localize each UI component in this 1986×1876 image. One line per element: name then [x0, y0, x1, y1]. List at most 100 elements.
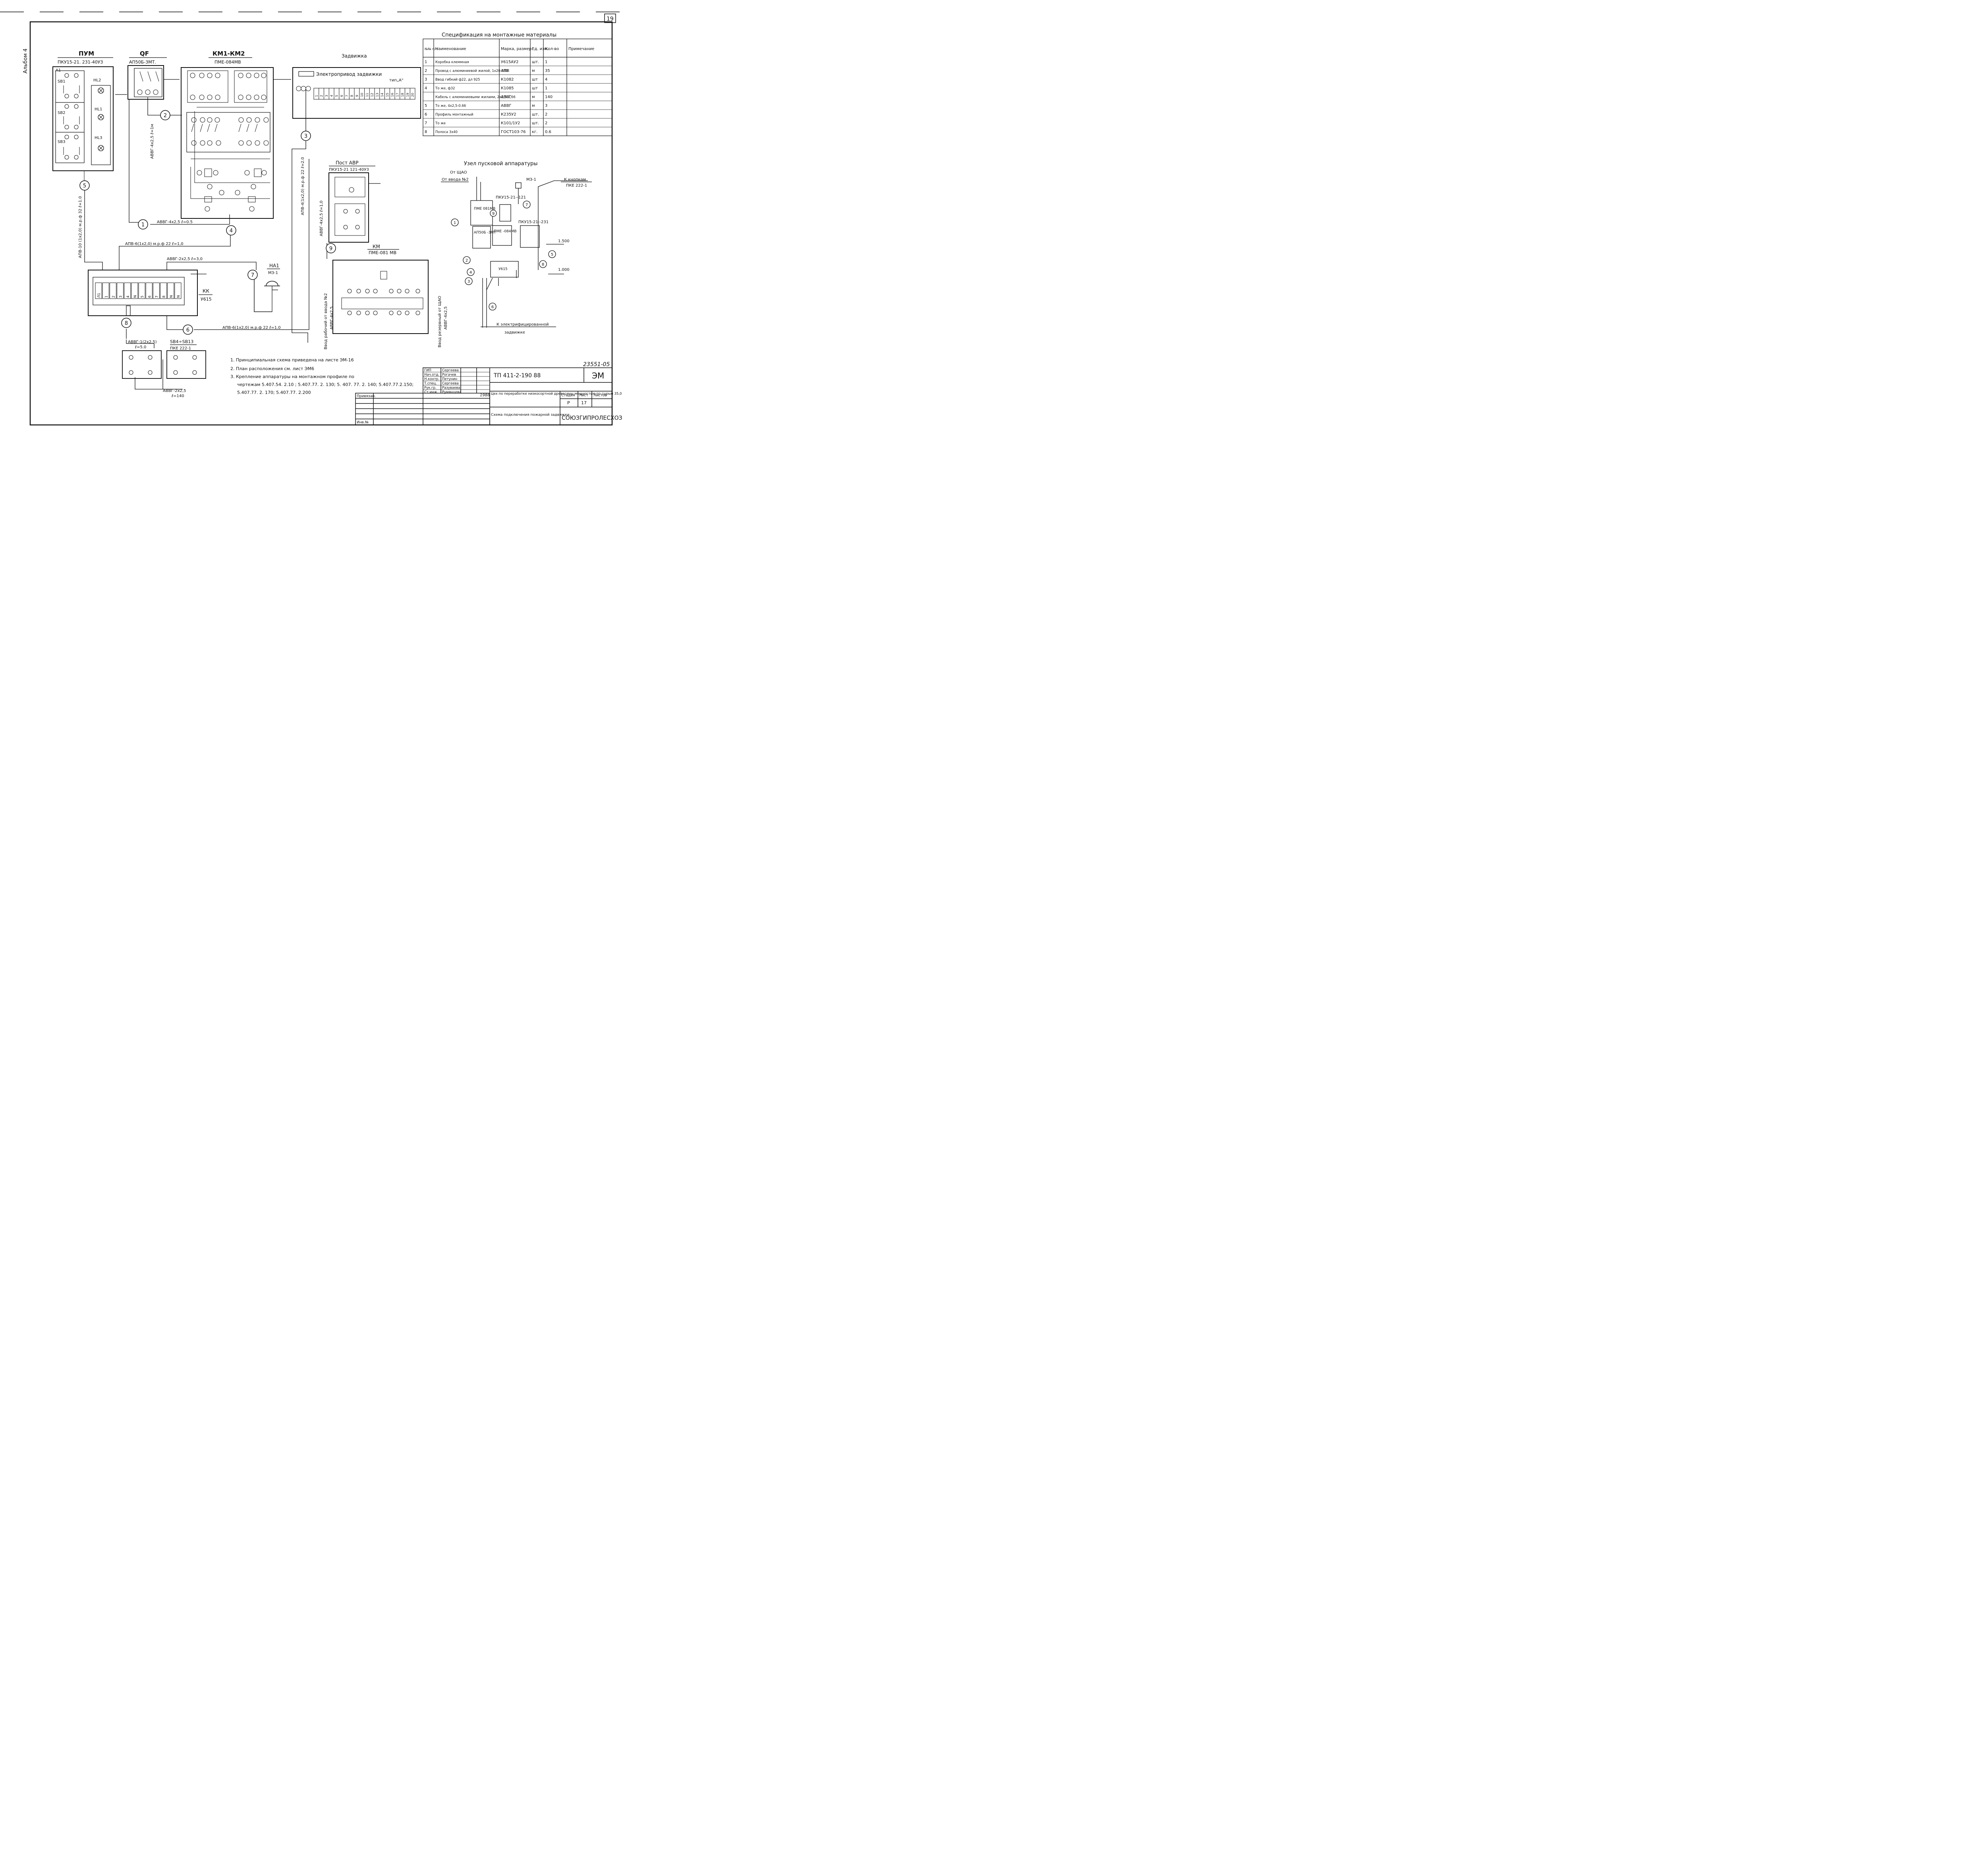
valve-type-label: тип„А": [389, 78, 403, 83]
stamp-role: Рук.гр.: [424, 386, 437, 390]
cable-8b-label: АВВГ-2х2,5: [163, 389, 186, 393]
stamp-role: Н.контр.: [424, 377, 439, 381]
spec-cell: К1082: [501, 77, 514, 82]
post-avr-block: Пост АВР ПКУ15-21 121-40У3: [328, 160, 375, 243]
sb-title: SB4÷SB13: [170, 339, 193, 344]
node-to-valve: К электрифицированной: [496, 322, 549, 327]
svg-text:2: 2: [164, 113, 167, 119]
wiring: [84, 79, 381, 390]
qf-model: АП50Б-3МТ.: [129, 60, 156, 65]
valve-title: Задвижка: [342, 53, 367, 59]
cable-4-label: АПВ-6(1х2,0) м.р.ф 22 ℓ=1,0: [125, 242, 184, 246]
kk-terminal-label: N: [177, 295, 181, 298]
stamp-name: Рогачев: [442, 373, 456, 377]
spec-cell: 1: [425, 60, 427, 64]
spec-cell: 8: [425, 130, 427, 134]
valve-terminal-number: 14: [381, 93, 384, 97]
node-y615: У615: [498, 267, 508, 271]
spec-cell: м: [532, 104, 535, 108]
svg-text:4: 4: [230, 228, 233, 234]
cable-2-label: АВВГ-4х2,5 ℓ=1м: [150, 124, 155, 159]
pum-title: ПУМ: [79, 50, 94, 57]
spec-cell: шт: [532, 86, 538, 91]
spec-cell: 7: [425, 121, 427, 125]
spec-cell: шт.: [532, 60, 539, 64]
spec-cell: 140: [545, 95, 553, 99]
spec-cell: 4: [425, 86, 427, 91]
stamp-role: Нач.отд.: [424, 373, 439, 377]
spec-cell: 2: [545, 121, 547, 125]
valve-terminal-number: 20: [411, 93, 415, 97]
spec-header-cell: Примечание: [568, 47, 594, 51]
stamp-name: Разуваева: [442, 386, 460, 390]
cable-markers: [79, 110, 336, 335]
spec-cell: То же: [435, 122, 446, 125]
spec-header-cell: Кол-во: [545, 47, 559, 51]
spec-cell: м: [532, 95, 535, 99]
valve-terminal-number: 6: [340, 95, 344, 97]
spec-header-cell: Марка, размер: [501, 47, 531, 51]
drawing-sheet: 19 Альбом 4 ПУМ ПКУ15-21. 231-40У3 А1 SB…: [0, 0, 623, 445]
spec-cell: 2: [425, 69, 427, 73]
valve-terminal-number: 5: [335, 95, 338, 97]
input-work-label: Ввод рабочий от ввода №2: [324, 293, 328, 349]
spec-cell: У615АУ2: [501, 60, 518, 64]
stamp-stage: Р: [567, 400, 570, 405]
sheet-number: 19: [607, 16, 614, 22]
spec-header-cell: Наименование: [435, 47, 466, 51]
kk-terminal-label: 6: [148, 295, 152, 298]
svg-text:6: 6: [186, 327, 189, 333]
spec-cell: АВВГ: [501, 95, 512, 99]
svg-text:А1: А1: [56, 68, 61, 73]
node-from-shao: От ЩАО: [450, 170, 467, 175]
spec-cell: АВВГ: [501, 104, 512, 108]
qf-title: QF: [140, 50, 149, 57]
svg-text:5: 5: [83, 183, 86, 189]
svg-text:9: 9: [329, 246, 332, 252]
node-from-input: От ввода №2: [442, 178, 469, 182]
svg-text:9: 9: [492, 212, 495, 216]
valve-terminal-number: 3: [325, 95, 328, 97]
spec-cell: Ввод гибкий ф22, дл 925: [435, 78, 480, 82]
svg-text:8: 8: [542, 262, 544, 267]
stamp-org: СОЮЗГИПРОЛЕСХОЗ: [562, 415, 622, 421]
node-ap: АП50Б -3МТ: [474, 231, 496, 235]
valve-terminal-number: 8: [350, 95, 354, 97]
node-mz: МЗ-1: [526, 178, 536, 182]
spec-cell: шт: [532, 77, 538, 82]
spec-cell: Коробка клеммная: [435, 60, 469, 64]
stamp-tp: ТП 411-2-190 88: [493, 372, 541, 379]
kk-terminal-label: 5: [141, 295, 145, 298]
valve-terminal-number: 7: [345, 95, 349, 97]
node-level-low: 1.000: [558, 268, 570, 272]
cable-6-label: АПВ-6(1х2,0) м.р.ф 22 ℓ=1.0: [222, 326, 281, 330]
stamp-year: 1988: [480, 393, 490, 398]
spec-cell: 1: [545, 60, 547, 64]
spec-header-cell: №№ п/п: [425, 47, 437, 51]
svg-text:5: 5: [551, 253, 553, 257]
node-block: Узел пусковой аппаратуры От ЩАО От ввода…: [441, 161, 592, 335]
valve-block: Задвижка Электропривод задвижки тип„А" 1…: [292, 53, 421, 119]
valve-terminal-number: 18: [401, 93, 404, 97]
valve-terminal-number: 16: [391, 93, 394, 97]
input-reserve-label: Ввод резервный от ЩАО: [438, 296, 442, 347]
stamp-role: Т.спец.: [424, 382, 437, 386]
spec-cell: 4: [545, 77, 547, 82]
stamp-project: Цех по переработке низкосортной древесин…: [491, 392, 623, 396]
svg-text:2: 2: [466, 259, 468, 263]
spec-cell: 35: [545, 69, 550, 73]
svg-text:8: 8: [125, 320, 128, 326]
kk-terminal-label: 2: [112, 295, 116, 298]
notes: 1. Принципиальная схема приведена на лис…: [230, 357, 413, 395]
note-3-cont-2: 5.407.77. 2. 170; 5.407.77. 2.200: [237, 390, 311, 395]
kk-model: У615: [201, 297, 212, 302]
note-3-cont-1: чертежам 5.407.54. 2.10 ; 5.407.77. 2. 1…: [237, 382, 413, 387]
spec-cell: кг.: [532, 130, 537, 134]
svg-text:3: 3: [468, 280, 470, 284]
km-small-model: ПМЕ-081 МВ: [369, 250, 396, 255]
ha-model: МЗ-1: [268, 271, 278, 275]
spec-cell: Провод с алюминиевой жилой, 1х20-380: [435, 69, 508, 73]
svg-text:7: 7: [525, 203, 528, 207]
node-pme084: ПМЕ -084МВ: [494, 230, 516, 234]
